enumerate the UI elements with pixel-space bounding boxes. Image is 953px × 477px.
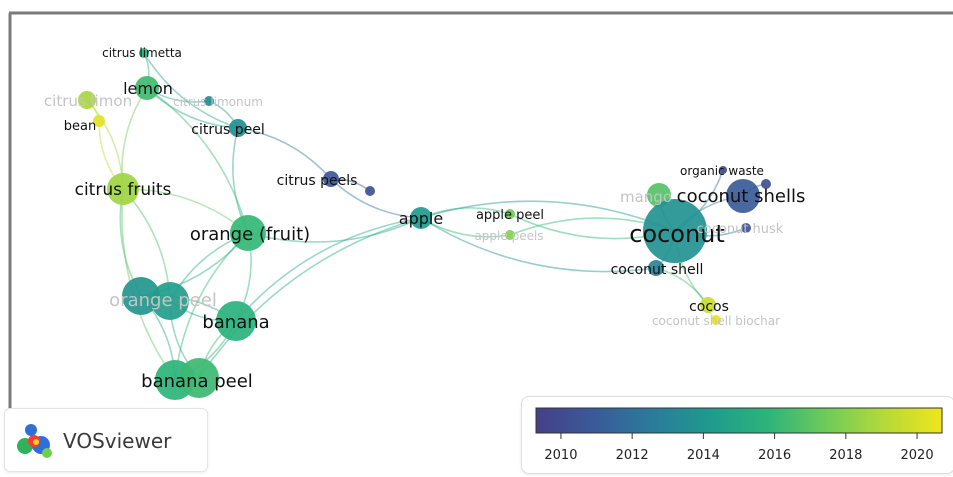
label-apple-peel[interactable]: apple peel: [476, 208, 544, 223]
edge-apple-banana-peel-2: [198, 217, 422, 379]
label-apple-peels[interactable]: apple peels: [474, 229, 543, 243]
vosviewer-logo-panel[interactable]: VOSviewer: [4, 408, 208, 472]
node-banana-peel-2[interactable]: [179, 358, 219, 398]
legend-ticks: 2010 2012 2014 2016 2018 2020: [544, 433, 934, 463]
edge-apple-coconut: [420, 200, 676, 232]
node-orange-fruit[interactable]: [230, 215, 266, 251]
node-coconut-shells-2[interactable]: [761, 179, 771, 189]
edge-banana-apple: [235, 217, 422, 322]
vosviewer-logo-text: VOSviewer: [63, 429, 172, 453]
legend-tick-label: 2018: [829, 448, 862, 463]
node-organic-waste[interactable]: [719, 166, 727, 174]
legend-tick-label: 2010: [544, 448, 577, 463]
node-apple[interactable]: [410, 207, 432, 229]
label-coconut-shell[interactable]: coconut shell: [611, 262, 704, 278]
label-organic-waste[interactable]: organic waste: [680, 164, 764, 178]
label-apple[interactable]: apple: [399, 209, 443, 228]
edge-orange-fruit-apple: [247, 217, 422, 243]
node-citrus-limetta[interactable]: [139, 48, 149, 58]
legend-tick-label: 2012: [616, 448, 649, 463]
label-lemon[interactable]: lemon: [123, 79, 173, 98]
label-cocos[interactable]: cocos: [689, 299, 729, 315]
node-banana[interactable]: [216, 301, 256, 341]
node-apple-peel[interactable]: [505, 209, 515, 219]
label-citrus-peels[interactable]: citrus peels: [277, 173, 358, 189]
node-layer: [78, 48, 771, 400]
node-coconut-husk[interactable]: [741, 223, 751, 233]
label-citrus-limonum[interactable]: citrus limonum: [173, 95, 263, 109]
label-orange-fruit[interactable]: orange (fruit): [190, 224, 310, 245]
label-banana-peel[interactable]: banana peel: [141, 371, 253, 392]
vosviewer-logo-icon: [17, 424, 52, 458]
label-coconut[interactable]: coconut: [629, 220, 725, 248]
edge-citrus-limetta-citrus-peel: [143, 52, 239, 129]
label-citrus-limon[interactable]: citrus limon: [44, 92, 132, 110]
label-coconut-shell-biochar[interactable]: coconut shell biochar: [652, 314, 780, 328]
node-citrus-peel[interactable]: [229, 119, 247, 137]
label-citrus-limetta[interactable]: citrus limetta: [102, 46, 182, 60]
node-citrus-peels-2[interactable]: [365, 186, 375, 196]
edge-apple-coconut-shell: [420, 217, 657, 273]
node-coconut-shell[interactable]: [648, 260, 664, 276]
legend-tick-label: 2016: [758, 448, 791, 463]
label-orange-peel[interactable]: orange peel: [109, 290, 217, 311]
edge-citrus-peel-citrus-peels: [237, 127, 332, 180]
node-citrus-limonum[interactable]: [204, 96, 214, 106]
node-lemon[interactable]: [135, 76, 159, 100]
legend-scale: 2010 2012 2014 2016 2018 2020: [535, 407, 943, 463]
node-cocos[interactable]: [700, 297, 716, 313]
node-bean[interactable]: [93, 115, 105, 127]
node-citrus-limon[interactable]: [78, 91, 96, 109]
edge-lemon-orange-fruit: [146, 87, 249, 234]
node-citrus-peels[interactable]: [323, 171, 339, 187]
node-coconut[interactable]: [643, 199, 707, 263]
node-citrus-fruits[interactable]: [107, 173, 139, 205]
label-coconut-husk[interactable]: coconut husk: [697, 222, 784, 237]
legend-tick-label: 2014: [687, 448, 720, 463]
node-coconut-shell-biochar[interactable]: [711, 315, 721, 325]
legend-tick-label: 2020: [901, 448, 934, 463]
node-coconut-shells[interactable]: [726, 179, 760, 213]
label-coconut-shells[interactable]: coconut shells: [677, 186, 806, 207]
label-citrus-fruits[interactable]: citrus fruits: [75, 180, 172, 200]
label-bean[interactable]: bean: [64, 119, 96, 134]
label-banana[interactable]: banana: [202, 312, 269, 333]
node-orange-peel[interactable]: [122, 277, 160, 315]
node-orange-peel-2[interactable]: [151, 282, 189, 320]
label-citrus-peel[interactable]: citrus peel: [191, 122, 264, 138]
legend-color-bar: [535, 407, 943, 434]
year-color-legend: 2010 2012 2014 2016 2018 2020: [521, 396, 953, 474]
label-mango[interactable]: mango: [620, 188, 672, 206]
node-apple-peels[interactable]: [505, 230, 515, 240]
edge-orange-fruit-banana-peel: [174, 232, 249, 381]
